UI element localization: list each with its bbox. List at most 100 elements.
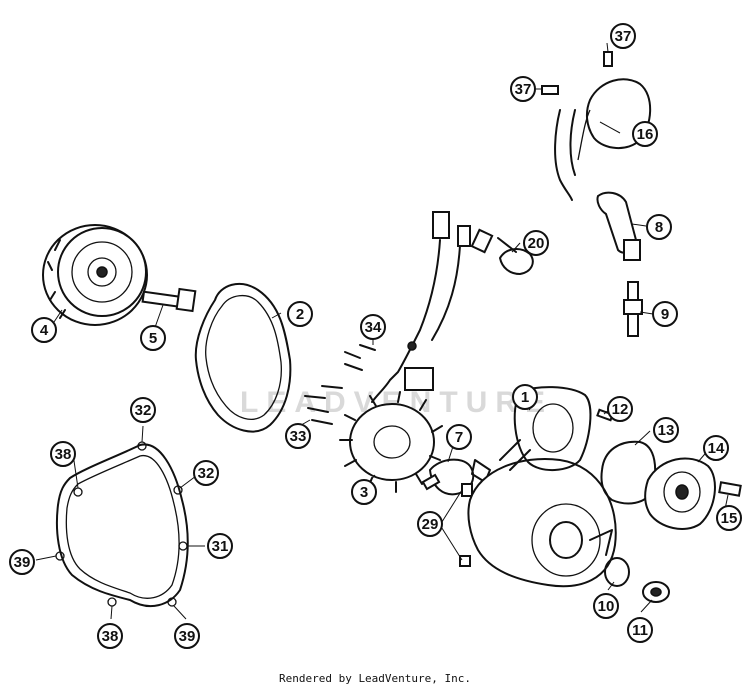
callout-number: 20 xyxy=(528,235,545,252)
callout-29: 29 xyxy=(417,511,443,537)
callout-circle xyxy=(193,460,219,486)
callout-number: 31 xyxy=(212,538,229,555)
rendered-by-footer: Rendered by LeadVenture, Inc. xyxy=(278,672,472,685)
callout-31: 31 xyxy=(207,533,233,559)
spark-plug-part xyxy=(623,281,643,337)
callout-16: 16 xyxy=(632,121,658,147)
callout-circle xyxy=(285,423,311,449)
callout-15: 15 xyxy=(716,505,742,531)
callout-32: 32 xyxy=(193,460,219,486)
o-ring-part xyxy=(604,557,630,587)
callout-number: 38 xyxy=(55,446,72,463)
screw-plug-part xyxy=(642,581,670,603)
callout-circle xyxy=(646,214,672,240)
callout-8: 8 xyxy=(646,214,672,240)
callout-number: 8 xyxy=(655,219,663,236)
callout-number: 4 xyxy=(40,322,49,339)
callout-13: 13 xyxy=(653,417,679,443)
callout-circle xyxy=(703,435,729,461)
callout-circle xyxy=(287,301,313,327)
callout-14: 14 xyxy=(703,435,729,461)
callout-number: 2 xyxy=(296,306,304,323)
callout-9: 9 xyxy=(652,301,678,327)
callout-number: 39 xyxy=(179,628,196,645)
callout-number: 32 xyxy=(198,465,215,482)
callout-circle xyxy=(610,23,636,49)
callout-circle xyxy=(632,121,658,147)
callout-39: 39 xyxy=(174,623,200,649)
stator-part xyxy=(339,391,443,493)
callout-number: 9 xyxy=(661,306,669,323)
callout-3: 3 xyxy=(351,479,377,505)
callout-2: 2 xyxy=(287,301,313,327)
callout-circle xyxy=(50,441,76,467)
callout-number: 1 xyxy=(521,389,529,406)
callout-number: 16 xyxy=(637,126,654,143)
wiring-harness-part xyxy=(371,211,494,403)
callout-number: 14 xyxy=(708,440,725,457)
callout-12: 12 xyxy=(607,396,633,422)
callout-number: 5 xyxy=(149,330,157,347)
callout-10: 10 xyxy=(593,593,619,619)
callout-circle xyxy=(207,533,233,559)
callout-circle xyxy=(140,325,166,351)
coil-bolt-lower-part xyxy=(541,85,559,95)
stator-screws-part xyxy=(304,344,376,425)
callout-4: 4 xyxy=(31,317,57,343)
callout-circle xyxy=(9,549,35,575)
callout-circle xyxy=(607,396,633,422)
spark-plug-cap-part xyxy=(596,191,641,261)
callout-38: 38 xyxy=(50,441,76,467)
callout-circle xyxy=(351,479,377,505)
callout-20: 20 xyxy=(523,230,549,256)
callout-circle xyxy=(360,314,386,340)
flywheel-rotor-part xyxy=(42,224,148,326)
ignition-cover-part xyxy=(467,386,617,588)
callout-number: 12 xyxy=(612,401,629,418)
callout-number: 32 xyxy=(135,402,152,419)
callout-38: 38 xyxy=(97,623,123,649)
callout-11: 11 xyxy=(627,617,653,643)
callout-number: 33 xyxy=(290,428,307,445)
callout-number: 39 xyxy=(14,554,31,571)
callout-circle xyxy=(627,617,653,643)
callout-number: 13 xyxy=(658,422,675,439)
callout-34: 34 xyxy=(360,314,386,340)
starter-cover-part xyxy=(644,457,716,530)
callout-circle xyxy=(512,384,538,410)
callout-number: 37 xyxy=(515,81,532,98)
callout-7: 7 xyxy=(446,424,472,450)
callout-33: 33 xyxy=(285,423,311,449)
cover-bolt-part xyxy=(718,481,742,497)
callout-number: 10 xyxy=(598,598,615,615)
callout-number: 11 xyxy=(632,622,648,639)
callout-number: 34 xyxy=(365,319,382,336)
callout-circle xyxy=(510,76,536,102)
callout-circle xyxy=(716,505,742,531)
callout-circle xyxy=(417,511,443,537)
callout-circle xyxy=(653,417,679,443)
cover-gasket-part xyxy=(194,282,292,433)
callout-number: 29 xyxy=(422,516,439,533)
callout-1: 1 xyxy=(512,384,538,410)
callout-circle xyxy=(446,424,472,450)
rotor-bolt-part xyxy=(141,287,197,313)
callout-37: 37 xyxy=(610,23,636,49)
callout-circle xyxy=(652,301,678,327)
callout-5: 5 xyxy=(140,325,166,351)
callout-number: 3 xyxy=(360,484,368,501)
callout-circle xyxy=(174,623,200,649)
callout-39: 39 xyxy=(9,549,35,575)
coil-bolt-upper-part xyxy=(603,51,613,67)
large-crankcase-gasket-part xyxy=(55,441,189,608)
callout-circle xyxy=(523,230,549,256)
callout-number: 7 xyxy=(455,429,463,446)
callout-number: 38 xyxy=(102,628,119,645)
callout-circle xyxy=(130,397,156,423)
callout-circle xyxy=(31,317,57,343)
callout-circle xyxy=(97,623,123,649)
callout-number: 15 xyxy=(721,510,738,527)
callout-circle xyxy=(593,593,619,619)
